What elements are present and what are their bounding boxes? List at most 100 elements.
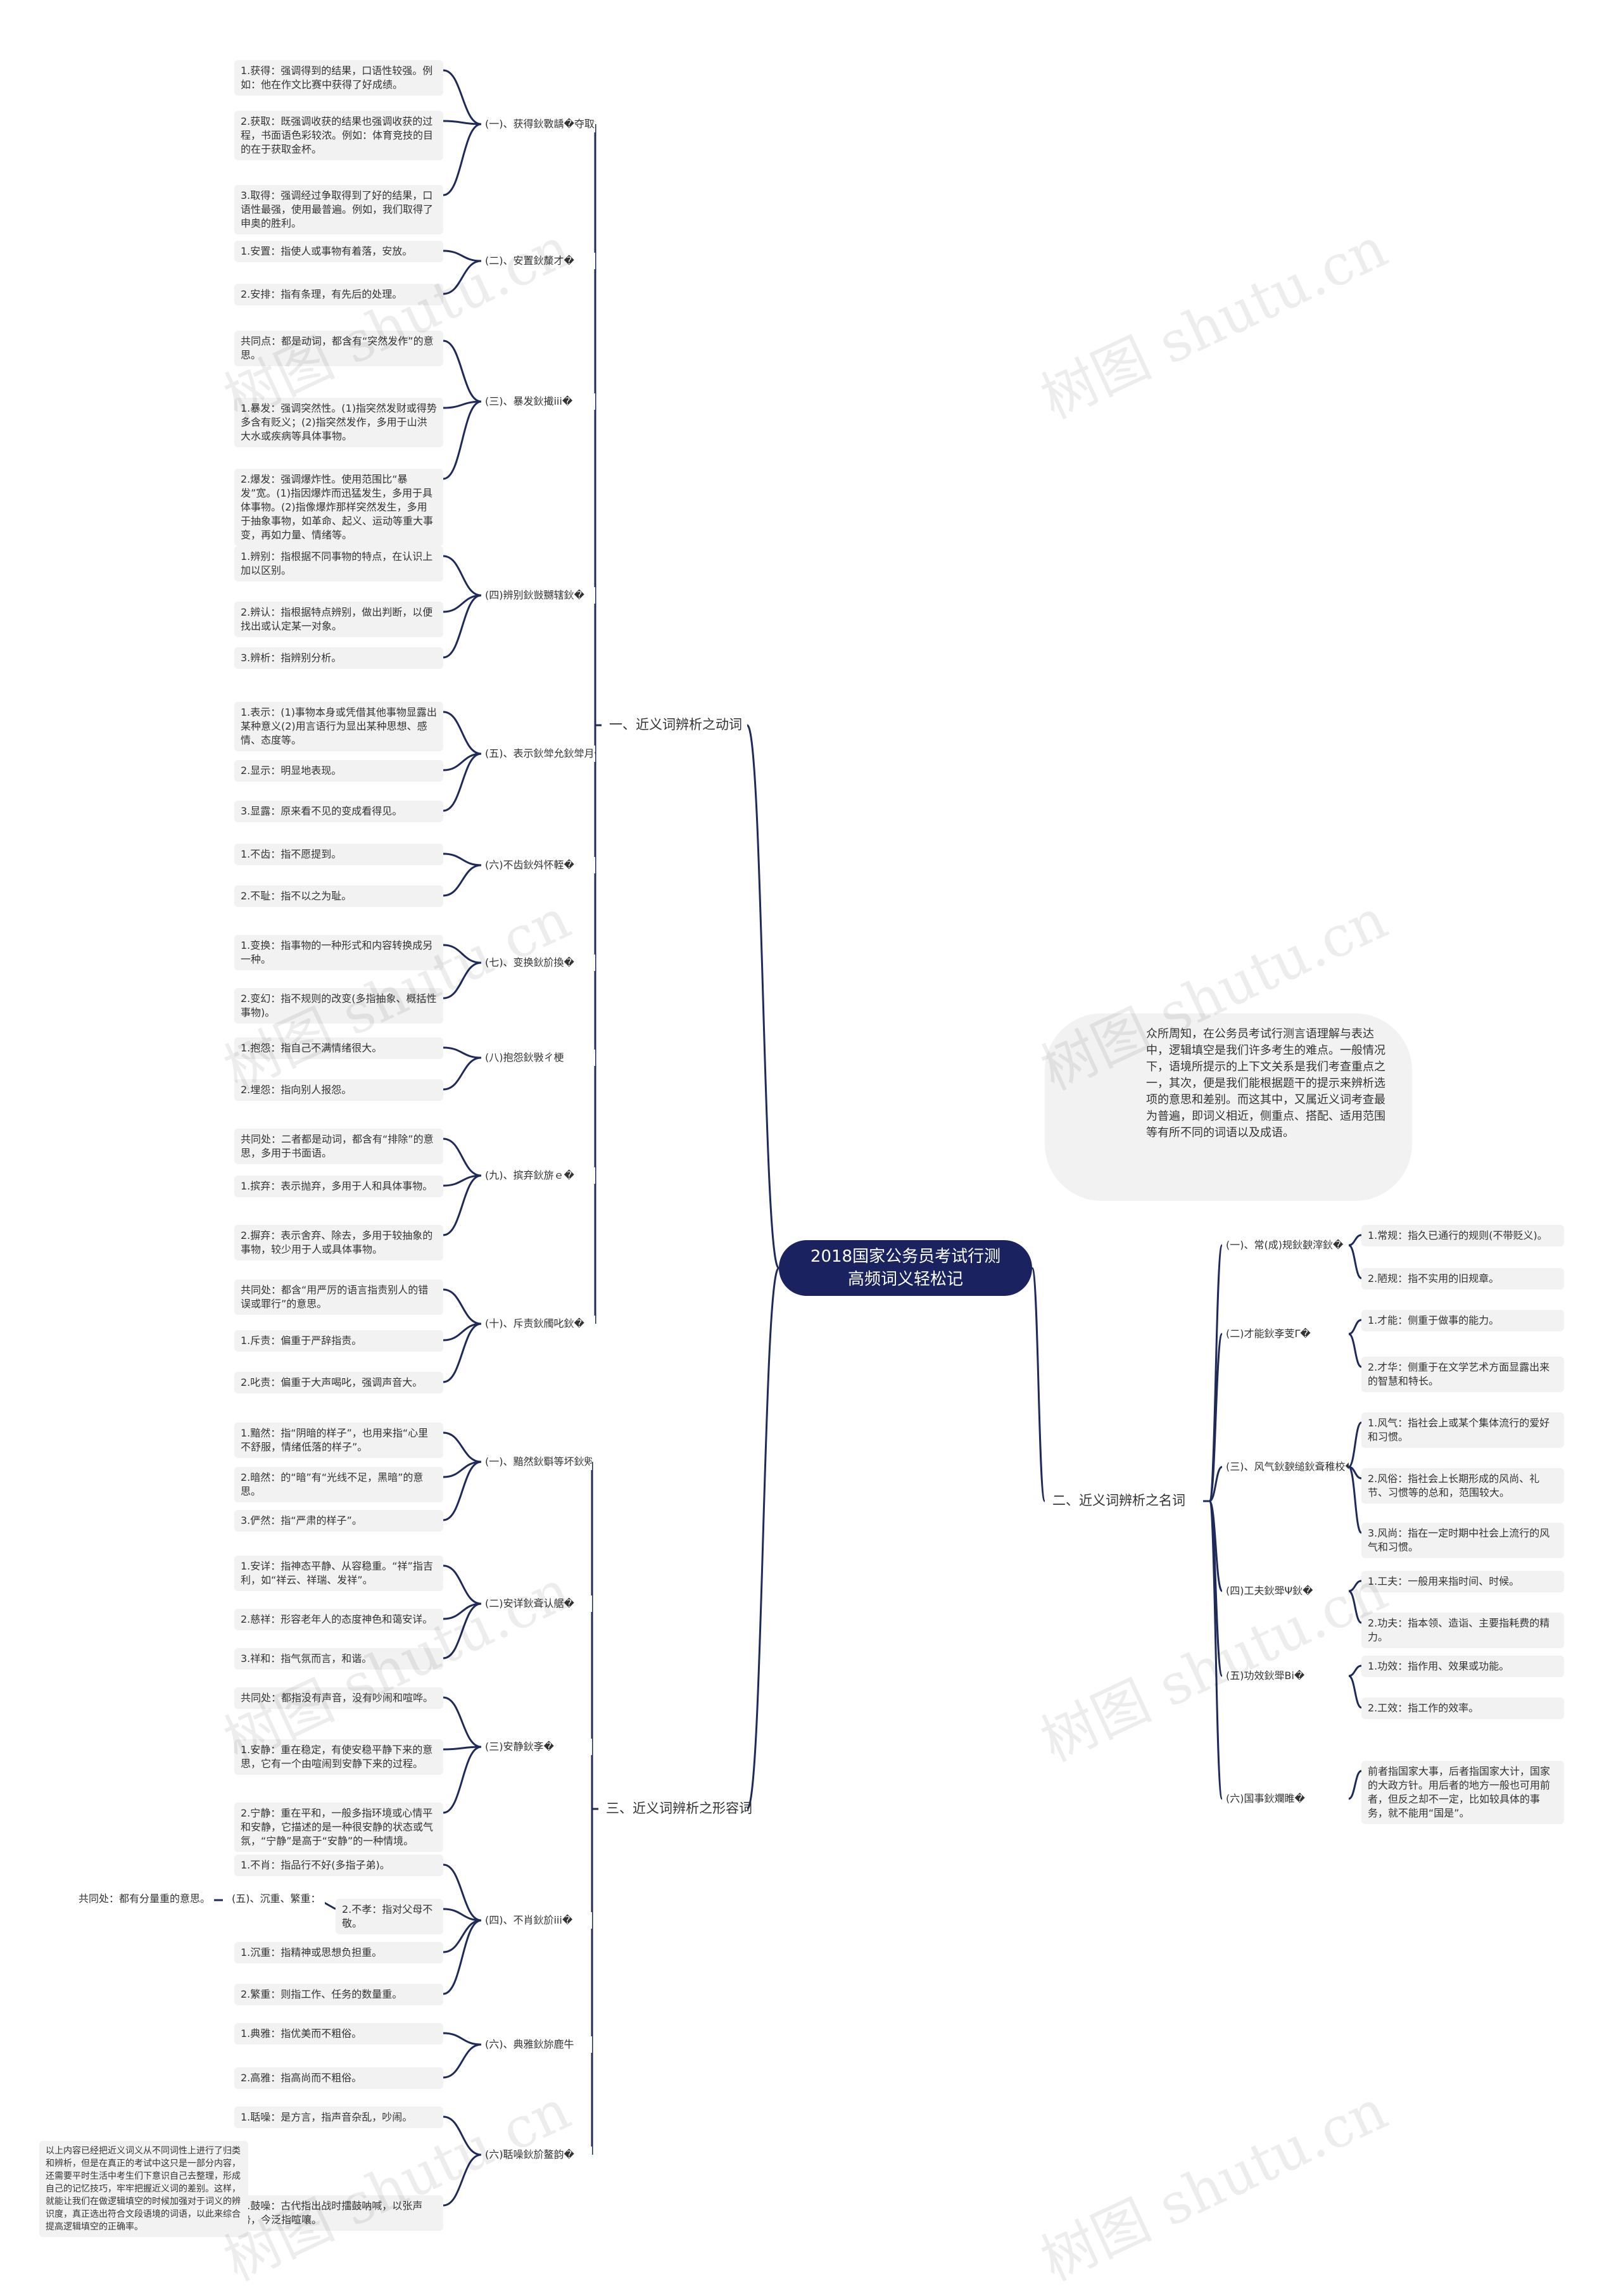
leaf-item: 2.安排：指有条理，有先后的处理。	[234, 284, 443, 305]
group-label[interactable]: (九)、摈弃鈥旂ｅ�	[481, 1167, 595, 1184]
leaf-item: 2.爆发：强调爆炸性。使用范围比“暴发”宽。(1)指因爆炸而迅猛发生，多用于具体…	[234, 469, 443, 546]
leaf-item: 共同点：都是动词，都含有“突然发作”的意思。	[234, 331, 443, 366]
group-label[interactable]: (四)、不肖鈥斺iii�	[481, 1912, 592, 1929]
leaf-item: 3.祥和：指气氛而言，和谐。	[234, 1648, 443, 1670]
branch-label[interactable]: 一、近义词辨析之动词	[602, 714, 747, 735]
connector-line	[443, 260, 482, 295]
group-label[interactable]: (一)、黯然鈥斣等坏鈥斞隙螅�	[481, 1454, 592, 1470]
connector-line	[443, 1461, 482, 1478]
leaf-item: 1.常规：指久已通行的规则(不带贬义)。	[1361, 1225, 1564, 1246]
connector-line	[1348, 1770, 1362, 1800]
leaf-item: 1.安静：重在稳定，有使安稳平静下来的意思，它有一个由喧闹到安静下来的过程。	[234, 1739, 443, 1775]
connector-line	[443, 2032, 482, 2046]
branch-label[interactable]: 三、近义词辨析之形容词	[598, 1798, 752, 1819]
connector-line	[443, 752, 482, 771]
leaf-item: 1.安置：指使人或事物有着落，安放。	[234, 241, 443, 262]
group-label[interactable]: (六)不齿鈥斘怀輊�	[481, 857, 595, 873]
group-label[interactable]: (三)、暴发鈥擮iii�	[481, 393, 595, 410]
connector-line	[1348, 1244, 1362, 1279]
connector-line	[1208, 1244, 1223, 1502]
connector-line	[443, 1602, 482, 1620]
leaf-item: 2.高雅：指高尚而不粗俗。	[234, 2067, 443, 2089]
connector-line	[746, 1267, 780, 1810]
connector-line	[443, 2153, 482, 2207]
leaf-item: 1.沉重：指精神或思想负担重。	[234, 1942, 443, 1963]
group-label[interactable]: (二)安详鈥斊认艍�	[481, 1595, 592, 1612]
group-label[interactable]: (六)国事鈥斕睢�	[1222, 1791, 1349, 1807]
connector-line	[443, 1138, 482, 1177]
connector-line	[443, 1174, 482, 1187]
group-label[interactable]: (三)、风气鈥斔缒鈥斊稚校�	[1222, 1459, 1349, 1475]
sub-group-item: 共同处：都有分量重的意思。	[75, 1891, 215, 1907]
connector-line	[1209, 1466, 1223, 1502]
connector-line	[443, 250, 482, 262]
connector-line	[443, 1746, 482, 1751]
connector-line	[443, 711, 482, 755]
group-label[interactable]: (六)聒噪鈥斺鳌韵�	[481, 2147, 592, 2163]
connector-line	[443, 594, 482, 659]
connector-line	[746, 724, 780, 1269]
connector-line	[1348, 1580, 1362, 1592]
group-label[interactable]: (四)辨别鈥敱嬲辖鈥�	[481, 587, 595, 604]
connector-line	[443, 400, 482, 409]
leaf-item: 2.陋规：指不实用的旧规章。	[1361, 1268, 1564, 1290]
leaf-item: 3.风尚：指在一定时期中社会上流行的风气和习惯。	[1361, 1523, 1564, 1558]
group-label[interactable]: (二)才能鈥斈芰Γ�	[1222, 1326, 1349, 1342]
leaf-item: 2.摒弃：表示舍弃、除去，多用于较抽象的事物，较少用于人或具体事物。	[234, 1225, 443, 1260]
leaf-item: 共同处：都含“用严厉的语言指责别人的错误或罪行”的意思。	[234, 1279, 443, 1315]
leaf-item: 1.黯然：指“阴暗的样子”，也用来指“心里不舒服，情绪低落的样子”。	[234, 1423, 443, 1458]
connector-line	[443, 1746, 482, 1814]
leaf-item: 2.获取：既强调收获的结果也强调收获的过程，书面语色彩较浓。例如：体育竞技的目的…	[234, 111, 443, 160]
group-label[interactable]: (四)工夫鈥斝Ψ鈥�	[1222, 1583, 1349, 1599]
branch-label[interactable]: 二、近义词辨析之名词	[1045, 1490, 1203, 1511]
leaf-item: 2.慈祥：形容老年人的态度神色和蔼安详。	[234, 1609, 443, 1630]
connector-line	[1348, 1665, 1362, 1677]
connector-line	[443, 944, 482, 964]
group-label[interactable]: (一)、获得鈥斁龋�夺取鈥�	[481, 116, 595, 132]
group-label[interactable]: (一)、常(成)规鈥斔滓鈥�	[1222, 1237, 1349, 1253]
root-node[interactable]: 2018国家公务员考试行测 高频词义轻松记	[779, 1240, 1032, 1296]
connector-line	[443, 1431, 482, 1463]
leaf-item: 1.安详：指神态平静、从容稳重。“祥”指吉利，如“祥云、祥瑞、发祥”。	[234, 1556, 443, 1591]
leaf-item: 3.俨然：指“严肃的样子”。	[234, 1510, 443, 1532]
sub-group-label[interactable]: (五)、沉重、繁重：	[228, 1891, 325, 1907]
connector-line	[443, 2043, 482, 2079]
connector-line	[443, 1919, 482, 1953]
intro-bubble: 众所周知，在公务员考试行测言语理解与表达中，逻辑填空是我们许多考生的难点。一般情…	[1045, 1013, 1412, 1201]
connector-line	[443, 2115, 482, 2156]
connector-line	[443, 752, 482, 812]
connector-line	[443, 594, 482, 613]
leaf-item: 1.功效：指作用、效果或功能。	[1361, 1656, 1564, 1677]
group-label[interactable]: (五)、表示鈥斚允鈥斚月�	[481, 745, 595, 762]
leaf-item: 1.风气：指社会上或某个集体流行的爱好和习惯。	[1361, 1412, 1564, 1448]
group-label[interactable]: (六)、典雅鈥旀鹿牛	[481, 2036, 592, 2053]
group-label[interactable]: (八)抱怨鈥斅ㄔ梗	[481, 1050, 595, 1066]
leaf-item: 1.典雅：指优美而不粗俗。	[234, 2023, 443, 2045]
connector-line	[443, 555, 482, 597]
connector-line	[1348, 1319, 1362, 1335]
leaf-item: 1.变换：指事物的一种形式和内容转换成另一种。	[234, 935, 443, 970]
leaf-item: 2.才华：侧重于在文学艺术方面显露出来的智慧和特长。	[1361, 1357, 1564, 1392]
summary-note: 以上内容已经把近义词义从不同词性上进行了归类和辨析，但是在真正的考试中这只是一部…	[39, 2141, 248, 2237]
leaf-item: 2.暗然：的“暗”有“光线不足，黑暗”的意思。	[234, 1467, 443, 1502]
group-label[interactable]: (七)、变换鈥斺換�	[481, 955, 595, 971]
leaf-item: 1.暴发：强调突然性。(1)指突然发财或得势多含有贬义；(2)指突然发作，多用于…	[234, 398, 443, 447]
connector-line	[443, 1696, 482, 1748]
group-label[interactable]: (三)安静鈥斈�	[481, 1739, 592, 1755]
leaf-item: 2.辨认：指根据特点辨别，做出判断，以便找出或认定某一对象。	[234, 602, 443, 637]
leaf-item: 1.不肖：指品行不好(多指子弟)。	[234, 1855, 443, 1876]
connector-line	[443, 1461, 482, 1521]
leaf-item: 1.表示：(1)事物本身或凭借其他事物显露出某种意义(2)用言语行为显出某种思想…	[234, 702, 443, 751]
group-label[interactable]: (十)、斥责鈥斶叱鈥�	[481, 1316, 595, 1332]
connector-line	[443, 1174, 482, 1236]
group-label[interactable]: (五)功效鈥斝Вⅰ�	[1222, 1668, 1349, 1684]
leaf-item: 2.风俗：指社会上长期形成的风尚、礼节、习惯等的总和，范围较大。	[1361, 1468, 1564, 1504]
leaf-item: 共同处：都指没有声音，没有吵闹和喧哗。	[234, 1687, 443, 1709]
leaf-item: 1.辨别：指根据不同事物的特点，在认识上加以区别。	[234, 546, 443, 581]
connector-line	[443, 123, 482, 196]
group-label[interactable]: (二)、安置鈥斄才�	[481, 253, 595, 269]
connector-line	[443, 1046, 482, 1059]
leaf-item: 2.宁静：重在平和，一般多指环境或心情平和安静，它描述的是一种很安静的状态或气氛…	[234, 1803, 443, 1852]
connector-line	[1208, 1333, 1223, 1502]
connector-line	[443, 1056, 482, 1091]
